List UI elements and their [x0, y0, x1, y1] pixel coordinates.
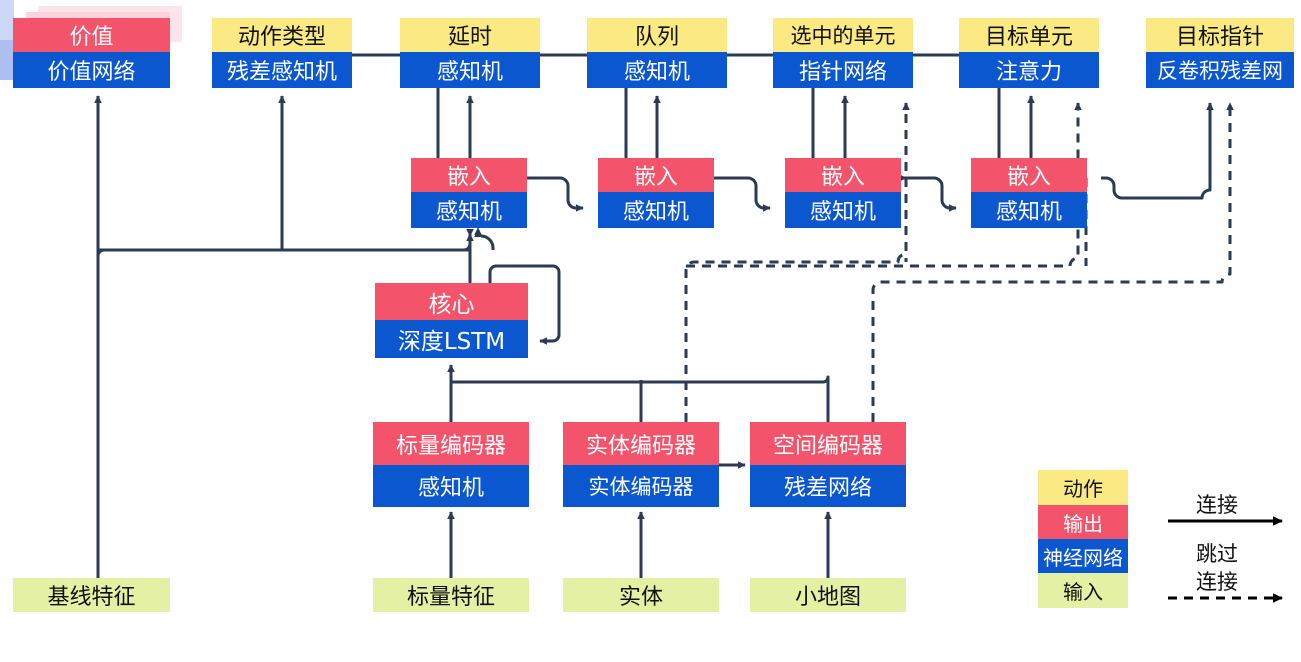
legend-swatch-network: 神经网络: [1038, 539, 1128, 573]
scalar-encoder-output-label: 标量编码器: [373, 422, 529, 465]
entities-label: 实体: [563, 578, 719, 612]
output-head-target-point[interactable]: 目标指针 反卷积残差网: [1146, 18, 1294, 88]
wire-embed4-to-target-point: [1101, 102, 1214, 200]
value-network-label: 价值网络: [13, 52, 170, 88]
target-point-action-label: 目标指针: [1146, 18, 1294, 52]
target-point-network-label: 反卷积残差网: [1146, 52, 1294, 88]
embedding-block-3[interactable]: 嵌入 感知机: [785, 158, 901, 228]
embed4-network-label: 感知机: [971, 192, 1087, 228]
wire-core-recurrent: [488, 264, 561, 345]
output-head-selected-units[interactable]: 选中的单元 指针网络: [773, 18, 913, 88]
embed2-output-label: 嵌入: [598, 158, 714, 192]
legend-skip-label-line1: 跳过: [1196, 542, 1238, 566]
embed1-network-label: 感知机: [411, 192, 527, 228]
input-scalar-features[interactable]: 标量特征: [373, 578, 529, 612]
action-type-network-label: 残差感知机: [212, 52, 352, 88]
wire-encoder-bus: [451, 375, 830, 384]
output-head-value[interactable]: 价值 价值网络: [13, 18, 170, 88]
embed4-output-label: 嵌入: [971, 158, 1087, 192]
entity-encoder-network-label: 实体编码器: [563, 465, 719, 507]
encoder-scalar[interactable]: 标量编码器 感知机: [373, 422, 529, 507]
scalar-encoder-network-label: 感知机: [373, 465, 529, 507]
legend-swatch-output: 输出: [1038, 505, 1128, 539]
legend-swatch-input: 输入: [1038, 573, 1128, 608]
selected-units-network-label: 指针网络: [773, 52, 913, 88]
target-unit-action-label: 目标单元: [959, 18, 1099, 52]
core-network-label: 深度LSTM: [375, 320, 528, 358]
legend-connection-label: 连接: [1196, 493, 1238, 517]
scalar-features-label: 标量特征: [373, 578, 529, 612]
skip-entity-to-target-unit: [686, 102, 1082, 268]
legend-swatches: 动作 输出 神经网络 输入: [1038, 470, 1128, 608]
legend-arrows: [1168, 516, 1283, 603]
embedding-block-2[interactable]: 嵌入 感知机: [598, 158, 714, 228]
value-stack-shadow-back-blue: [0, 0, 14, 40]
selected-units-action-label: 选中的单元: [773, 18, 913, 52]
embed3-output-label: 嵌入: [785, 158, 901, 192]
wire-embed1-hook: [480, 234, 495, 250]
embedding-block-4[interactable]: 嵌入 感知机: [971, 158, 1087, 228]
queue-network-label: 感知机: [587, 52, 727, 88]
input-baseline-features[interactable]: 基线特征: [13, 578, 170, 612]
queue-action-label: 队列: [587, 18, 727, 52]
baseline-features-label: 基线特征: [13, 578, 170, 612]
delay-network-label: 感知机: [400, 52, 540, 88]
embedding-block-1[interactable]: 嵌入 感知机: [411, 158, 527, 228]
output-head-delay[interactable]: 延时 感知机: [400, 18, 540, 88]
embed2-network-label: 感知机: [598, 192, 714, 228]
input-entities[interactable]: 实体: [563, 578, 719, 612]
wire-bus-left-seg: [96, 248, 470, 258]
output-head-target-unit[interactable]: 目标单元 注意力: [959, 18, 1099, 88]
wire-embed2-to-embed3: [714, 176, 771, 212]
legend-skip-label-line2: 连接: [1196, 570, 1238, 594]
output-head-queue[interactable]: 队列 感知机: [587, 18, 727, 88]
entity-encoder-output-label: 实体编码器: [563, 422, 719, 465]
action-type-action-label: 动作类型: [212, 18, 352, 52]
core-output-label: 核心: [375, 283, 528, 320]
delay-action-label: 延时: [400, 18, 540, 52]
minimap-label: 小地图: [750, 578, 906, 612]
value-action-label: 价值: [13, 18, 170, 52]
target-unit-network-label: 注意力: [959, 52, 1099, 88]
core-block[interactable]: 核心 深度LSTM: [375, 283, 528, 358]
wire-embed3-to-embed4: [901, 176, 957, 212]
encoder-entity[interactable]: 实体编码器 实体编码器: [563, 422, 719, 507]
output-head-action-type[interactable]: 动作类型 残差感知机: [212, 18, 352, 88]
spatial-encoder-output-label: 空间编码器: [750, 422, 906, 465]
skip-entity-to-selected-units: [684, 102, 910, 422]
spatial-encoder-network-label: 残差网络: [750, 465, 906, 507]
legend-swatch-action: 动作: [1038, 470, 1128, 505]
embed3-network-label: 感知机: [785, 192, 901, 228]
value-stack-shadow-front-blue: [0, 40, 14, 80]
encoder-spatial[interactable]: 空间编码器 残差网络: [750, 422, 906, 507]
wire-embed4-to-target-point-path: [1102, 96, 1210, 196]
wire-embed1-to-embed2: [527, 176, 584, 212]
skip-spatial-to-target-point: [871, 102, 1234, 422]
embed1-output-label: 嵌入: [411, 158, 527, 192]
input-minimap[interactable]: 小地图: [750, 578, 906, 612]
